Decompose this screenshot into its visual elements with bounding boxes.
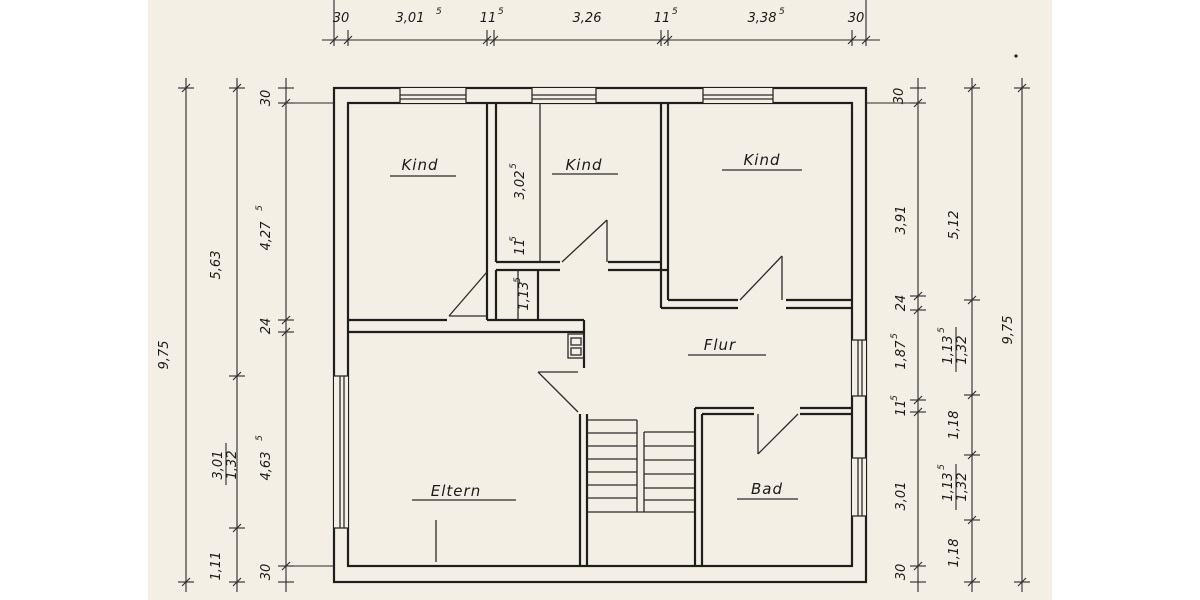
kind2-width-dim: 3,02: [513, 171, 528, 200]
window-right1-num-sup: 5: [937, 327, 947, 333]
walls: [332, 86, 868, 584]
dim-top-115-b-sup: 5: [672, 7, 678, 17]
dim-left-30-bottom: 30: [259, 564, 274, 581]
dim-right-118-b: 1,18: [947, 539, 962, 568]
dim-right-301: 3,01: [894, 482, 909, 511]
windows: [334, 88, 866, 529]
dim-top-338-sup: 5: [779, 7, 785, 17]
right-dimension-chains: 30 3,91 24 1,87 5 11 5 3,01 30 5,12 1,13…: [866, 54, 1030, 592]
room-labels: Kind Kind Kind Flur Eltern Bad: [390, 151, 802, 501]
dim-top-301-sup: 5: [436, 7, 442, 17]
room-label-flur: Flur: [704, 336, 736, 354]
dim-top-30-right: 30: [848, 11, 865, 26]
dim-right-total: 9,75: [1001, 316, 1016, 345]
staircase: [587, 419, 695, 513]
dim-left-total: 9,75: [157, 341, 172, 370]
door-1135-dim-sup: 5: [513, 277, 523, 283]
dim-top-326: 3,26: [573, 11, 602, 26]
room-label-kind-1: Kind: [401, 156, 438, 174]
paper-sheet: [148, 0, 1052, 600]
dim-left-4275-sup: 5: [255, 205, 265, 211]
dim-left-30-top: 30: [259, 90, 274, 107]
room-label-bad: Bad: [751, 480, 783, 498]
window-right1-num: 1,13: [941, 336, 956, 365]
doors: [448, 219, 799, 455]
dim-top-30-left: 30: [333, 11, 350, 26]
room-label-kind-2: Kind: [565, 156, 602, 174]
dim-top-301: 3,01: [396, 11, 425, 26]
dim-top-115-b: 11: [654, 11, 671, 26]
dim-right-115-sup: 5: [890, 395, 900, 401]
wall-115-dim: 11: [513, 239, 528, 256]
window-right2-num: 1,13: [941, 473, 956, 502]
kind2-inner-lines: [435, 103, 541, 562]
dim-right-30-bottom: 30: [894, 564, 909, 581]
top-dimension-chain: 30 3,01 5 11 5 3,26 11 5 3,38 5 30: [322, 0, 880, 46]
ink-dot: [1014, 54, 1018, 58]
window-left-num: 3,01: [211, 451, 226, 480]
dim-left-4635-sup: 5: [255, 435, 265, 441]
dim-left-4275: 4,27: [259, 221, 274, 251]
wall-115-dim-sup: 5: [509, 236, 519, 242]
dim-right-391: 3,91: [894, 206, 909, 235]
kind2-width-dim-sup: 5: [509, 163, 519, 169]
room-label-eltern: Eltern: [431, 482, 481, 500]
dim-left-24: 24: [259, 318, 274, 335]
window-right1-den: 1,32: [955, 336, 970, 365]
inner-dimensions: 3,02 5 11 5 1,13 5: [509, 163, 532, 311]
left-dimension-chains: 9,75 5,63 3,01 1,32 1,11 30 4,27 5 24 4,…: [157, 78, 334, 592]
dim-top-115-a: 11: [480, 11, 497, 26]
dim-right-1875: 1,87: [894, 340, 909, 370]
dim-right-118-a: 1,18: [947, 411, 962, 440]
window-right2-den: 1,32: [955, 473, 970, 502]
chimney: [567, 333, 585, 359]
window-right2-num-sup: 5: [937, 464, 947, 470]
dim-left-4635: 4,63: [259, 452, 274, 481]
dim-right-30-top: 30: [892, 88, 907, 105]
dim-right-24: 24: [894, 295, 909, 312]
dim-left-upper: 5,63: [209, 251, 224, 280]
window-left-den: 1,32: [225, 451, 240, 480]
dim-top-338: 3,38: [748, 11, 777, 26]
dim-right-1875-sup: 5: [890, 333, 900, 339]
dim-left-111: 1,11: [209, 552, 224, 581]
room-label-kind-3: Kind: [743, 151, 780, 169]
door-1135-dim: 1,13: [517, 282, 532, 311]
dim-right-115: 11: [894, 400, 909, 417]
dim-right-512: 5,12: [947, 211, 962, 240]
dim-top-115-a-sup: 5: [498, 7, 504, 17]
